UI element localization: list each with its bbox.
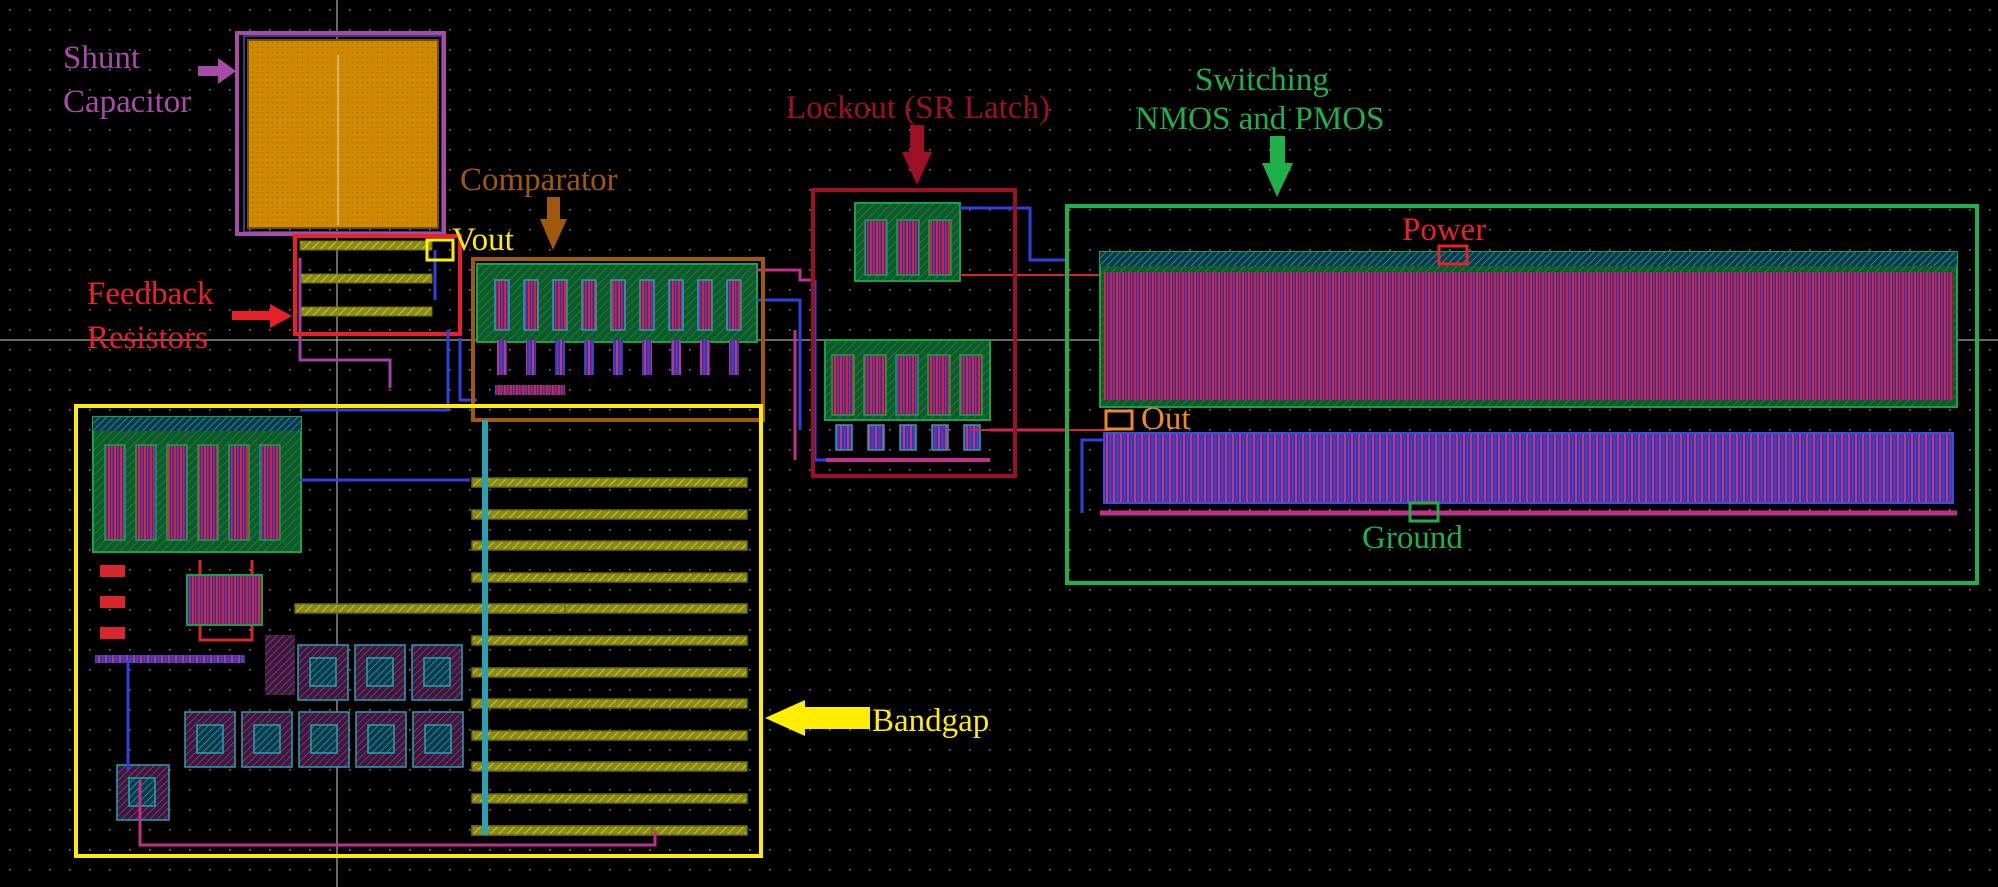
bandgap-resistor <box>471 761 748 772</box>
comparator-finger-lower <box>729 340 739 375</box>
lockout-box <box>811 188 1017 478</box>
comparator-finger-lower <box>671 340 681 375</box>
comparator-finger <box>697 279 713 331</box>
switching-box <box>1065 204 1979 585</box>
latch-finger-top <box>928 219 952 276</box>
bandgap-finger <box>135 444 157 541</box>
comparator-finger-lower <box>555 340 565 375</box>
bandgap-bjt <box>354 644 406 701</box>
feedback-resistors-box <box>293 234 462 336</box>
bandgap-bjt-core <box>309 657 337 687</box>
arrow-down-icon <box>540 197 567 250</box>
comparator-finger <box>581 279 597 331</box>
latch-finger-bottom <box>831 354 855 416</box>
comparator-layout <box>300 263 815 430</box>
comparator-finger-lower <box>497 340 507 375</box>
bandgap-layout <box>92 416 748 847</box>
bandgap-resistor <box>471 572 748 583</box>
power-label: Power <box>1402 212 1486 248</box>
comparator-finger <box>552 279 568 331</box>
bandgap-bjt-core <box>424 724 452 754</box>
comparator-finger <box>639 279 655 331</box>
ground-pin-box[interactable] <box>1408 501 1440 523</box>
comparator-finger-lower <box>526 340 536 375</box>
arrow-left-icon <box>765 700 870 736</box>
bandgap-resistor <box>471 477 748 488</box>
comparator-finger-lower <box>700 340 710 375</box>
vout-pin-box[interactable] <box>425 238 455 262</box>
power-pin-box[interactable] <box>1437 244 1469 266</box>
comparator-finger-lower <box>584 340 594 375</box>
bandgap-resistor <box>471 793 748 804</box>
comparator-finger-lower <box>642 340 652 375</box>
bandgap-resistor <box>294 603 566 614</box>
bandgap-finger <box>197 444 219 541</box>
latch-finger-top <box>896 219 920 276</box>
bandgap-finger <box>259 444 281 541</box>
bandgap-box <box>74 404 763 858</box>
feedback-label-line1: Feedback <box>87 276 214 312</box>
bandgap-resistor <box>471 667 748 678</box>
bandgap-bjt-core <box>367 724 395 754</box>
latch-contact <box>931 424 949 451</box>
latch-finger-bottom <box>927 354 951 416</box>
latch-contact <box>899 424 917 451</box>
arrow-right-icon <box>232 304 292 328</box>
bandgap-resistor <box>471 825 653 836</box>
comparator-finger <box>523 279 539 331</box>
bandgap-bjt-core <box>366 657 394 687</box>
shunt-label-line1: Shunt <box>63 40 140 76</box>
ground-label: Ground <box>1362 520 1463 556</box>
shunt-label-line2: Capacitor <box>63 84 191 120</box>
lockout-label: Lockout (SR Latch) <box>786 90 1050 126</box>
arrow-right-icon <box>198 58 236 84</box>
bandgap-bjt-core <box>310 724 338 754</box>
out-pin-box[interactable] <box>1104 409 1134 431</box>
bandgap-finger <box>104 444 126 541</box>
latch-contact <box>963 424 981 451</box>
switching-label-line2: NMOS and PMOS <box>1135 101 1384 137</box>
latch-contact <box>867 424 885 451</box>
latch-finger-bottom <box>959 354 983 416</box>
bandgap-resistor <box>471 698 748 709</box>
bandgap-resistor <box>471 635 748 646</box>
lockout-layout <box>793 202 1110 462</box>
shunt-capacitor-layout <box>243 35 443 233</box>
comparator-box <box>471 257 765 422</box>
comparator-label: Comparator <box>460 162 618 198</box>
bandgap-bjt-core <box>253 724 281 754</box>
latch-finger-bottom <box>895 354 919 416</box>
comparator-finger <box>668 279 684 331</box>
bandgap-bjt-core <box>196 724 224 754</box>
feedback-resistors-layout <box>298 240 437 388</box>
comparator-finger <box>494 279 510 331</box>
bandgap-resistor <box>471 509 748 520</box>
bandgap-resistor <box>471 730 748 741</box>
feedback-label-line2: Resistors <box>87 320 208 356</box>
switching-label-line1: Switching <box>1195 62 1329 98</box>
switching-layout <box>1080 251 1958 516</box>
comparator-finger <box>610 279 626 331</box>
arrow-down-icon <box>1262 136 1293 197</box>
bandgap-resistor <box>471 540 748 551</box>
latch-finger-bottom <box>863 354 887 416</box>
latch-finger-top <box>864 219 888 276</box>
vout-label: Vout <box>452 222 514 258</box>
arrow-down-icon <box>902 125 932 185</box>
comparator-finger-lower <box>613 340 623 375</box>
latch-contact <box>835 424 853 451</box>
comparator-finger <box>726 279 742 331</box>
bandgap-finger <box>228 444 250 541</box>
out-label: Out <box>1141 401 1191 437</box>
bandgap-label: Bandgap <box>872 703 989 739</box>
bandgap-bjt-core <box>128 777 156 807</box>
bandgap-bjt-core <box>423 657 451 687</box>
bandgap-finger <box>166 444 188 541</box>
